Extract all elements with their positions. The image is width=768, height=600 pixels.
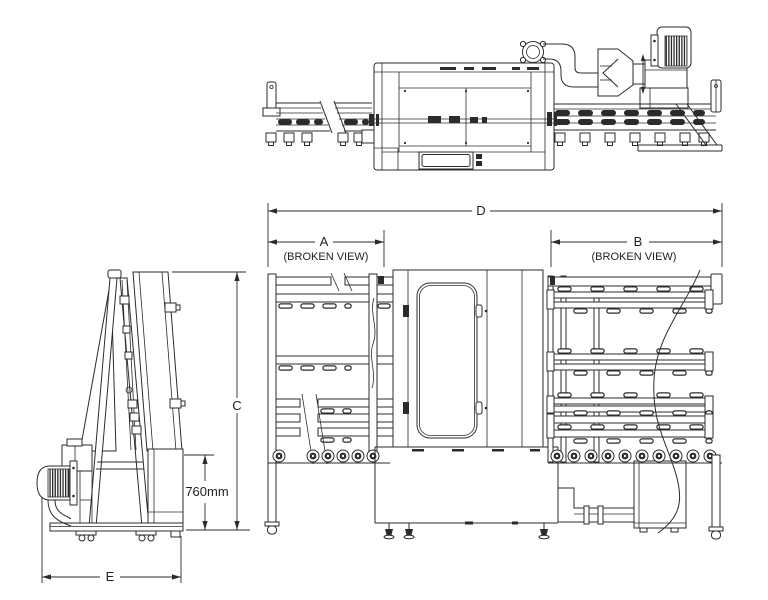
machine-body-plan (369, 62, 557, 171)
tilted-back-panel (132, 271, 186, 452)
hinge (164, 302, 177, 313)
slide-ramp (675, 103, 707, 146)
dim-a-note: (BROKEN VIEW) (284, 251, 369, 263)
dim-b-label: B (634, 234, 643, 249)
pipe (54, 499, 72, 520)
break-line (319, 100, 333, 134)
front-view (264, 269, 724, 540)
lower-body-front (374, 446, 687, 540)
access-door[interactable] (416, 282, 478, 439)
dimension-b: B (BROKEN VIEW) (550, 230, 722, 267)
infeed-drive-rollers (272, 449, 380, 463)
dimension-d: D (267, 203, 723, 267)
dim-a-label: A (320, 234, 329, 249)
dim-b-note: (BROKEN VIEW) (592, 251, 677, 263)
right-leg (711, 454, 721, 528)
dimension-760mm: 760mm (184, 454, 229, 530)
infeed-section-front (264, 272, 394, 535)
break-line (333, 100, 347, 134)
center-latches-plan (369, 112, 557, 126)
infeed-conveyor-plan (262, 81, 379, 146)
drain-duct-elbow (557, 487, 635, 523)
dim-c-label: C (232, 398, 241, 413)
outfeed-rollers-plan (555, 110, 705, 125)
hinge (169, 398, 182, 409)
side-view (36, 269, 186, 542)
left-post (267, 273, 277, 525)
dimension-annotations: D A (BROKEN VIEW) B (BROKEN VIEW) (41, 203, 723, 584)
pipe (47, 499, 72, 527)
blower-plan (639, 26, 692, 109)
top-view (262, 26, 723, 171)
lid-latches-plan (440, 67, 539, 70)
break-curve (653, 269, 701, 534)
dimension-a: A (BROKEN VIEW) (268, 230, 385, 267)
door-hinge (475, 304, 483, 318)
wash-cabinet-front (392, 269, 544, 448)
tank-and-base (49, 448, 184, 542)
duct-manifold (597, 48, 634, 97)
air-duct-plan (519, 40, 645, 97)
outfeed-drive-rollers (550, 449, 717, 463)
brush-column (119, 279, 142, 451)
pump-motor (36, 460, 93, 527)
dimension-c: C (172, 271, 250, 531)
door-hinge (475, 401, 483, 415)
control-panel-plan (418, 151, 482, 170)
dimension-e: E (41, 497, 182, 584)
outfeed-section-front (546, 269, 724, 540)
door-latch (403, 402, 409, 414)
door-latch (403, 305, 409, 317)
dim-d-label: D (476, 203, 485, 218)
dim-height-label: 760mm (185, 484, 228, 499)
dim-e-label: E (106, 569, 115, 584)
break-wave (371, 297, 376, 389)
outfeed-conveyor-plan (554, 79, 723, 152)
duct-flange (522, 41, 544, 63)
side-panel-lower (633, 460, 687, 529)
height-adjust-arrow (640, 54, 646, 94)
